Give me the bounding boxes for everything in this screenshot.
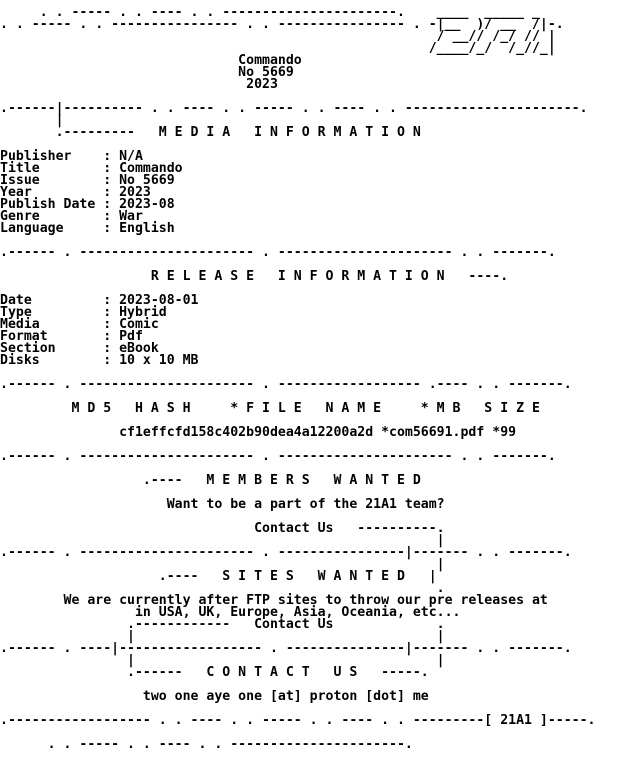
nfo-line: |	[0, 557, 445, 572]
nfo-line: .------ . ---------------------- . -----…	[0, 377, 572, 392]
nfo-line: Commando	[0, 53, 302, 68]
nfo-line: Issue : No 5669	[0, 173, 175, 188]
nfo-line: .------------ Contact Us .	[0, 617, 445, 632]
nfo-line: / __// /_/ // |	[0, 29, 556, 44]
nfo-line: in USA, UK, Europe, Asia, Oceania, etc..…	[0, 605, 461, 620]
nfo-document: . . ----- . . ---- . . -----------------…	[0, 5, 596, 752]
nfo-line: |	[0, 113, 64, 128]
nfo-line: Section : eBook	[0, 341, 159, 356]
nfo-line: Genre : War	[0, 209, 143, 224]
nfo-line: Type : Hybrid	[0, 305, 167, 320]
nfo-line: . . ----- . . ---------------- . . -----…	[0, 17, 564, 32]
nfo-line: .------ . ----|------------------ . ----…	[0, 641, 572, 656]
nfo-line: Date : 2023-08-01	[0, 293, 199, 308]
nfo-line: .------ . ---------------------- . -----…	[0, 545, 572, 560]
nfo-line: .---- M E M B E R S W A N T E D	[0, 473, 421, 488]
nfo-line: Disks : 10 x 10 MB	[0, 353, 199, 368]
nfo-line: .------|---------- . . ---- . . ----- . …	[0, 101, 588, 116]
nfo-line: Want to be a part of the 21A1 team?	[0, 497, 445, 512]
nfo-line: .------ C O N T A C T U S -----.	[0, 665, 429, 680]
nfo-line: Media : Comic	[0, 317, 159, 332]
nfo-line: 2023	[0, 77, 278, 92]
nfo-line: R E L E A S E I N F O R M A T I O N ----…	[0, 269, 509, 284]
nfo-line: .--------- M E D I A I N F O R M A T I O…	[0, 125, 421, 140]
nfo-line: . . ----- . . ---- . . -----------------…	[0, 5, 540, 20]
nfo-line: |	[0, 533, 445, 548]
nfo-line: We are currently after FTP sites to thro…	[0, 593, 548, 608]
nfo-line: Publisher : N/A	[0, 149, 143, 164]
nfo-line: Title : Commando	[0, 161, 183, 176]
nfo-line: Year : 2023	[0, 185, 151, 200]
nfo-line: No 5669	[0, 65, 294, 80]
nfo-line: . . ----- . . ---- . . -----------------…	[0, 737, 413, 752]
nfo-line: cf1effcfd158c402b90dea4a12200a2d *com566…	[0, 425, 517, 440]
nfo-line: two one aye one [at] proton [dot] me	[0, 689, 429, 704]
nfo-line: .---- S I T E S W A N T E D |	[0, 569, 437, 584]
nfo-line: | |	[0, 629, 445, 644]
nfo-line: Contact Us ----------.	[0, 521, 445, 536]
nfo-line: Language : English	[0, 221, 175, 236]
nfo-line: .	[0, 581, 445, 596]
nfo-line: .------ . ---------------------- . -----…	[0, 449, 556, 464]
nfo-line: Publish Date : 2023-08	[0, 197, 175, 212]
nfo-line: M D 5 H A S H * F I L E N A M E * M B S …	[0, 401, 540, 416]
nfo-line: .------------------ . . ---- . . ----- .…	[0, 713, 596, 728]
nfo-line: .------ . ---------------------- . -----…	[0, 245, 556, 260]
nfo-line: /____/_/ /_//_|	[0, 41, 556, 56]
nfo-line: | |	[0, 653, 445, 668]
nfo-line: Format : Pdf	[0, 329, 143, 344]
